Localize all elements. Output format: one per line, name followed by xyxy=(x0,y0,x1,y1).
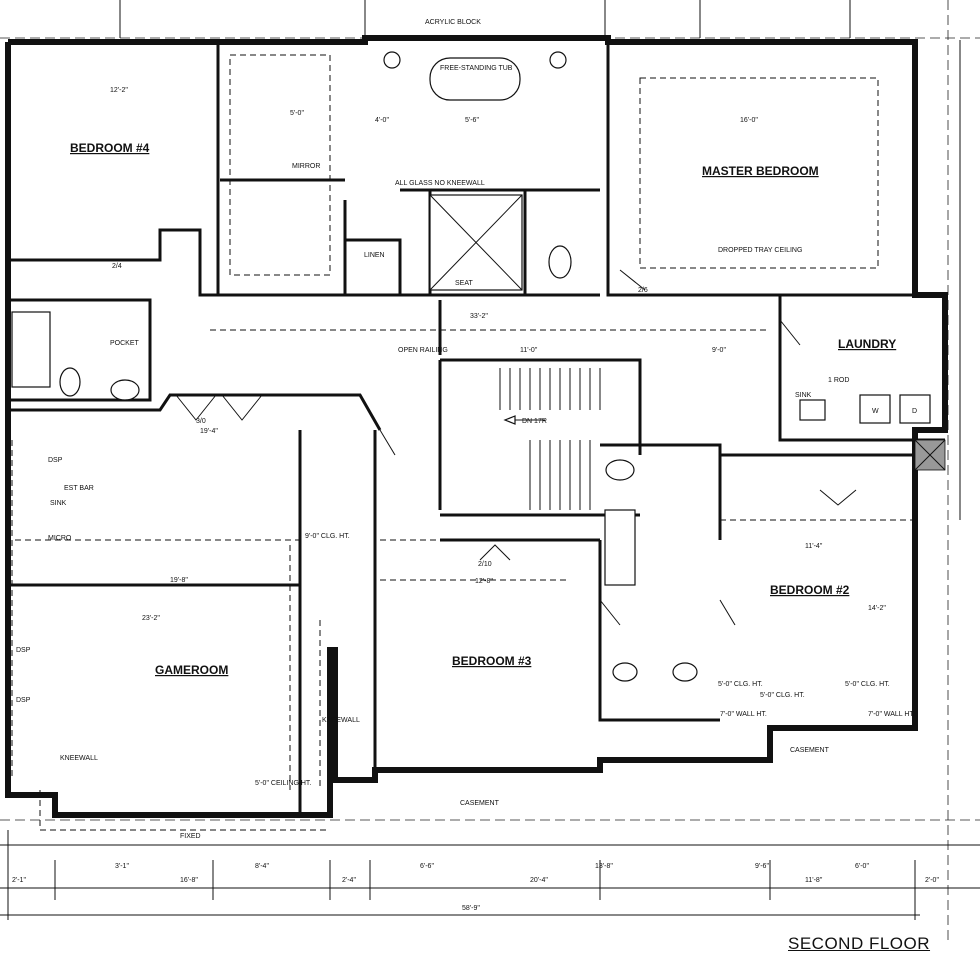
washer-label: W xyxy=(872,408,879,415)
acrylic-note: ACRYLIC BLOCK xyxy=(425,19,481,26)
seat-note: SEAT xyxy=(455,280,473,287)
dim-label: 12'-8" xyxy=(475,578,493,585)
ceiling-lines xyxy=(11,54,915,831)
micro-note: MICRO xyxy=(48,535,72,542)
ceiling-height-note-2: 5'-0" CLG. HT. xyxy=(718,681,763,688)
bedroom4-label: BEDROOM #4 xyxy=(70,141,150,155)
master-bedroom-label: MASTER BEDROOM xyxy=(702,164,819,178)
door-size-label: 2/6 xyxy=(638,287,648,294)
dim-label: 2'-1" xyxy=(12,877,26,884)
dimension-grid-lines xyxy=(0,0,980,940)
dim-label: 11'-8" xyxy=(805,877,823,884)
dim-label: 23'-2" xyxy=(142,615,160,622)
dsp-note-3: DSP xyxy=(16,697,31,704)
door-size-label: 2/4 xyxy=(112,263,122,270)
tub-note: FREE-STANDING TUB xyxy=(440,65,513,72)
linen-note: LINEN xyxy=(364,252,385,259)
plan-title: SECOND FLOOR xyxy=(788,934,931,953)
kneewall-note-2: KNEEWALL xyxy=(322,717,360,724)
pocket-note: POCKET xyxy=(110,340,140,347)
dim-label: 6'-0" xyxy=(855,863,869,870)
dryer-label: D xyxy=(912,408,917,415)
laundry-sink-note: SINK xyxy=(795,392,812,399)
fixtures xyxy=(11,51,946,682)
dim-label: 2'-4" xyxy=(342,877,356,884)
dim-label: 19'-4" xyxy=(200,428,218,435)
casement-note-1: CASEMENT xyxy=(460,800,500,807)
ceiling-height-note-3: 5'-0" CLG. HT. xyxy=(760,692,805,699)
bar-note: EST BAR xyxy=(64,485,94,492)
rod-note: 1 ROD xyxy=(828,377,849,384)
dim-label: 9'-0" xyxy=(712,347,726,354)
dim-label: 58'-9" xyxy=(462,905,480,912)
dim-label: 20'-4" xyxy=(530,877,548,884)
dsp-note-2: DSP xyxy=(16,647,31,654)
dim-label: 9'-6" xyxy=(755,863,769,870)
tray-ceiling-note: DROPPED TRAY CEILING xyxy=(718,247,802,254)
dim-label: 4'-0" xyxy=(375,117,389,124)
dim-label: 5'-6" xyxy=(465,117,479,124)
stairs xyxy=(499,368,601,510)
dim-label: 11'-4" xyxy=(805,543,823,550)
fixed-window-note: FIXED xyxy=(180,833,201,840)
glass-note: ALL GLASS NO KNEEWALL xyxy=(395,180,485,187)
laundry-label: LAUNDRY xyxy=(838,337,896,351)
dim-label: 13'-8" xyxy=(595,863,613,870)
variable-ceiling-note: 5'-0" CEILING HT. xyxy=(255,780,311,787)
dim-label: 11'-0" xyxy=(520,347,538,354)
bar-sink-note: SINK xyxy=(50,500,67,507)
interior-walls xyxy=(8,42,945,815)
wall-height-note-1: 7'-0" WALL HT. xyxy=(720,711,767,718)
dsp-note-1: DSP xyxy=(48,457,63,464)
wall-height-note-2: 7'-0" WALL HT. xyxy=(868,711,915,718)
casement-note-2: CASEMENT xyxy=(790,747,830,754)
kneewall-note-1: KNEEWALL xyxy=(60,755,98,762)
dim-label: 5'-0" xyxy=(290,110,304,117)
dim-label: 6'-6" xyxy=(420,863,434,870)
bedroom3-label: BEDROOM #3 xyxy=(452,654,532,668)
dim-label: 8'-4" xyxy=(255,863,269,870)
dim-label: 14'-2" xyxy=(868,605,886,612)
door-size-label: 2/10 xyxy=(478,561,492,568)
dim-label: 3'-1" xyxy=(115,863,129,870)
ceiling-height-note-4: 5'-0" CLG. HT. xyxy=(845,681,890,688)
dim-label: 12'-2" xyxy=(110,87,128,94)
dim-label: 2'-0" xyxy=(925,877,939,884)
stair-down-note: DN 17R xyxy=(522,418,547,425)
door-swings xyxy=(175,269,857,626)
ceiling-height-note-1: 9'-0" CLG. HT. xyxy=(305,533,350,540)
dim-label: 16'-8" xyxy=(180,877,198,884)
dim-label: 19'-8" xyxy=(170,577,188,584)
bedroom2-label: BEDROOM #2 xyxy=(770,583,850,597)
gameroom-label: GAMEROOM xyxy=(155,663,228,677)
door-size-label: 3/0 xyxy=(196,418,206,425)
railing-note: OPEN RAILING xyxy=(398,347,448,354)
mirror-note: MIRROR xyxy=(292,163,320,170)
dim-label: 33'-2" xyxy=(470,313,488,320)
dim-label: 16'-0" xyxy=(740,117,758,124)
